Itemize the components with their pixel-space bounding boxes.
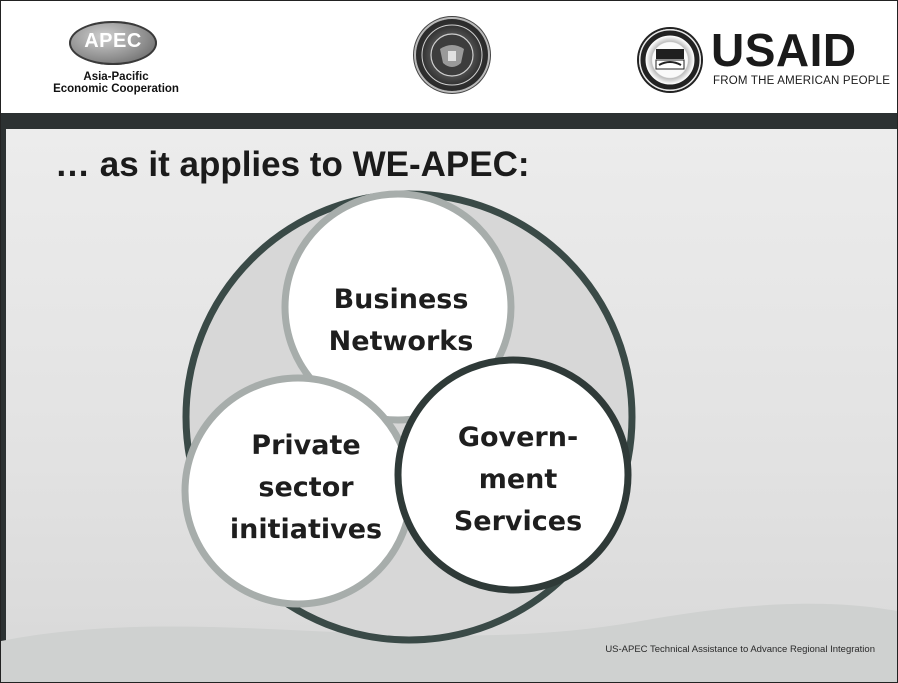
apec-subtitle: Asia-Pacific Economic Cooperation	[41, 71, 191, 95]
private-sector-line2: sector	[258, 472, 354, 503]
slide-title: … as it applies to WE-APEC:	[55, 145, 530, 184]
government-services-line3: Services	[453, 506, 583, 537]
private-sector-line1: Private	[251, 430, 361, 461]
usaid-tagline: FROM THE AMERICAN PEOPLE	[713, 75, 891, 87]
apec-logo-text: APEC	[84, 30, 142, 52]
apec-logo: APEC Asia-Pacific Economic Cooperation	[41, 19, 191, 99]
apec-oval-icon: APEC	[69, 21, 157, 65]
apec-subtitle-line2: Economic Cooperation	[53, 83, 179, 95]
private-sector-label: Private sector initiatives	[201, 425, 411, 551]
government-services-label: Govern- ment Services	[413, 417, 623, 543]
footer-text: US-APEC Technical Assistance to Advance …	[605, 644, 875, 655]
government-services-line1: Govern-	[457, 422, 579, 453]
usaid-seal-icon	[639, 29, 701, 91]
usaid-wordmark: USAID	[711, 24, 857, 76]
business-networks-line1: Business	[333, 284, 469, 315]
left-edge-band	[1, 129, 6, 682]
business-networks-line2: Networks	[328, 326, 474, 357]
business-networks-circle	[281, 190, 515, 424]
private-sector-line3: initiatives	[229, 514, 383, 545]
government-services-circle	[394, 356, 632, 594]
header-divider-band	[1, 113, 897, 129]
government-services-line2: ment	[478, 464, 558, 495]
logo-header: APEC Asia-Pacific Economic Cooperation	[1, 1, 897, 113]
apec-subtitle-line1: Asia-Pacific	[83, 71, 149, 83]
state-department-seal-icon	[416, 19, 488, 91]
business-networks-label: Business Networks	[301, 279, 501, 363]
footer-wave	[1, 603, 897, 682]
